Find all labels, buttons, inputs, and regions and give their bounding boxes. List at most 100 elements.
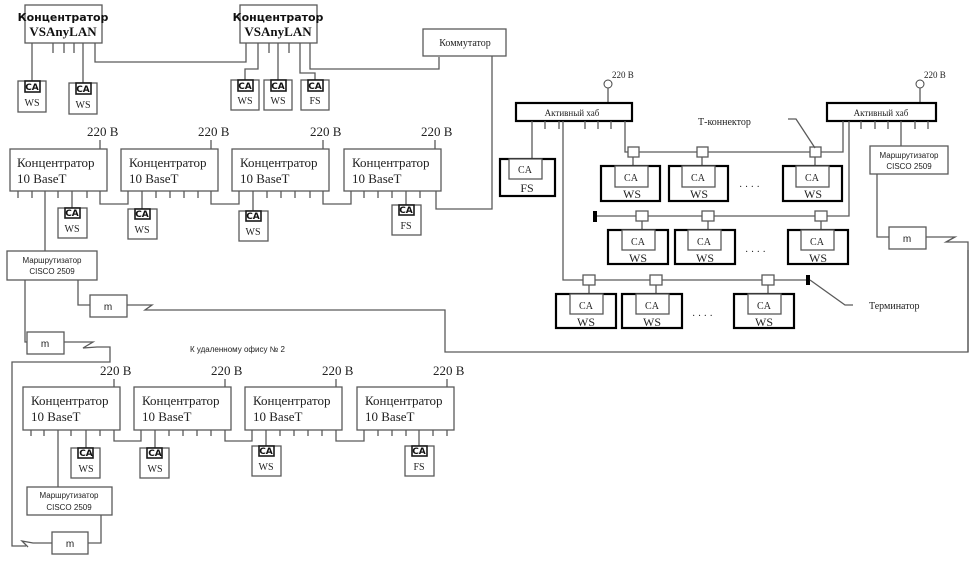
- hub-10baset: 220 В Концентратор 10 BaseT: [120, 124, 230, 198]
- hub-model: 10 BaseT: [240, 171, 290, 186]
- ca-label: CA: [76, 85, 90, 95]
- hub-title: Концентратор: [233, 11, 324, 24]
- router-title: Маршрутизатор: [23, 256, 83, 265]
- t-connector: [582, 274, 596, 286]
- ca-label: CA: [246, 212, 260, 222]
- ca-label: CA: [691, 173, 706, 184]
- ca-label: CA: [65, 209, 79, 219]
- ca-label: CA: [805, 173, 820, 184]
- ca-label: CA: [518, 165, 533, 176]
- ca-label: CA: [259, 447, 273, 457]
- ca-label: CA: [399, 206, 413, 216]
- ws-label: WS: [755, 315, 773, 329]
- t-connector: [627, 146, 640, 158]
- hub-title: Концентратор: [352, 155, 429, 170]
- router-title: Маршрутизатор: [40, 491, 100, 500]
- hub-10baset: 220 В Концентратор 10 BaseT: [231, 124, 342, 198]
- hub-model: 10 BaseT: [365, 409, 415, 424]
- hub-10baset: 220 В Концентратор 10 BaseT: [133, 363, 243, 436]
- hub-10baset: 220 В Концентратор 10 BaseT: [356, 363, 465, 436]
- power-label: 220 В: [310, 124, 342, 139]
- hub-model: VSAnyLAN: [29, 24, 97, 39]
- ws-label: WS: [79, 464, 94, 475]
- modem-label: m: [104, 302, 112, 313]
- t-connector: [696, 146, 709, 158]
- hub-model: 10 BaseT: [253, 409, 303, 424]
- router-model: CISCO 2509: [886, 162, 932, 171]
- vsanylan-hub-1: Концентратор VSAnyLAN: [18, 4, 109, 53]
- switch: Коммутатор: [422, 28, 507, 57]
- terminator: [593, 211, 597, 222]
- workstation: CA WS: [620, 292, 684, 330]
- remote-office-label: К удаленному офису № 2: [190, 345, 285, 354]
- ws-label: WS: [629, 251, 647, 265]
- workstation: CA WS: [781, 164, 844, 203]
- router-title: Маршрутизатор: [880, 151, 940, 160]
- power-label: 220 В: [433, 363, 465, 378]
- ca-label: CA: [757, 301, 772, 312]
- workstation: CA WS: [17, 80, 47, 113]
- workstation: CA WS: [673, 228, 737, 266]
- t-connector: [649, 274, 663, 286]
- ca-label: CA: [645, 301, 660, 312]
- ws-label: WS: [238, 96, 253, 107]
- router-model: CISCO 2509: [29, 267, 75, 276]
- router-cisco: Маршрутизатор CISCO 2509: [26, 486, 113, 516]
- hub-title: Концентратор: [18, 11, 109, 24]
- ca-label: CA: [135, 210, 149, 220]
- t-connector: [814, 210, 828, 222]
- vsanylan-hub-2: Концентратор VSAnyLAN: [233, 4, 324, 53]
- router-cisco: Маршрутизатор CISCO 2509: [6, 250, 98, 281]
- workstation: CA WS: [238, 210, 269, 242]
- file-server: CA FS: [404, 445, 435, 477]
- workstation: CA WS: [667, 164, 730, 203]
- hub-title: Концентратор: [142, 393, 219, 408]
- ca-label: CA: [25, 83, 39, 93]
- power-label: 220 В: [421, 124, 453, 139]
- ws-label: WS: [577, 315, 595, 329]
- t-connector: [635, 210, 649, 222]
- workstation: CA WS: [127, 208, 158, 240]
- hub-title: Концентратор: [129, 155, 206, 170]
- t-connector-label: Т-коннектор: [698, 117, 751, 128]
- fs-label: FS: [309, 96, 320, 107]
- modem: m: [89, 294, 128, 318]
- ca-label: CA: [631, 237, 646, 248]
- modem: m: [51, 531, 89, 555]
- workstation: CA WS: [70, 447, 101, 479]
- workstation: CA WS: [251, 445, 282, 477]
- hub-model: 10 BaseT: [31, 409, 81, 424]
- hub-title: Концентратор: [240, 155, 317, 170]
- workstation: CA WS: [263, 79, 293, 111]
- workstation: CA WS: [606, 228, 670, 266]
- ws-label: WS: [643, 315, 661, 329]
- ws-label: WS: [25, 98, 40, 109]
- workstation: CA WS: [68, 82, 98, 115]
- ws-label: WS: [696, 251, 714, 265]
- terminator-label: Терминатор: [869, 301, 919, 312]
- ca-label: CA: [810, 237, 825, 248]
- hub-title: Концентратор: [365, 393, 442, 408]
- active-hub-label: Активный хаб: [545, 108, 600, 118]
- ws-label: WS: [148, 464, 163, 475]
- file-server: CA FS: [300, 79, 330, 111]
- hub-title: Концентратор: [253, 393, 330, 408]
- modem-label: m: [41, 339, 49, 350]
- power-label: 220 В: [612, 70, 634, 80]
- power-label: 220 В: [87, 124, 119, 139]
- ca-label: CA: [412, 447, 426, 457]
- ca-label: CA: [148, 449, 162, 459]
- t-connector: [701, 210, 715, 222]
- router-model: CISCO 2509: [46, 503, 92, 512]
- workstation: CA WS: [139, 447, 170, 479]
- ws-label: WS: [690, 187, 708, 201]
- switch-label: Коммутатор: [439, 38, 491, 49]
- ws-label: WS: [271, 96, 286, 107]
- hub-10baset: 220 В Концентратор 10 BaseT: [244, 363, 354, 436]
- workstation: CA WS: [732, 292, 796, 330]
- fs-label: FS: [400, 221, 411, 232]
- modem: m: [26, 331, 65, 355]
- ws-label: WS: [809, 251, 827, 265]
- ellipsis: · · · ·: [745, 247, 766, 258]
